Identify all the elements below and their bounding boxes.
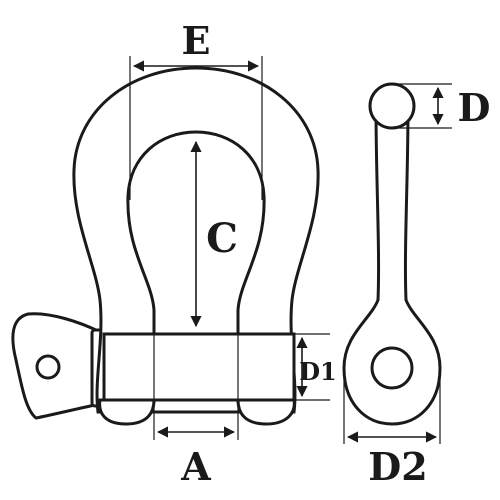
- label-d: D: [458, 85, 491, 130]
- side-body: [342, 106, 442, 426]
- label-a: A: [180, 444, 211, 489]
- shackle-pin: [102, 332, 296, 402]
- side-eye-hole: [370, 346, 414, 390]
- label-d2: D2: [368, 444, 427, 489]
- shackle-leg-left: [98, 398, 156, 426]
- shackle-leg-right: [236, 398, 296, 426]
- label-c: C: [206, 215, 238, 262]
- shackle-side-view: [342, 82, 442, 426]
- dimension-labels: E C A D1 D D2: [180, 18, 490, 489]
- label-d1: D1: [299, 357, 337, 386]
- dimensions: [129, 56, 452, 444]
- pin-head-hole: [35, 354, 61, 380]
- label-e: E: [182, 18, 211, 63]
- shackle-front-view: [11, 66, 320, 426]
- side-top-pin: [368, 82, 416, 130]
